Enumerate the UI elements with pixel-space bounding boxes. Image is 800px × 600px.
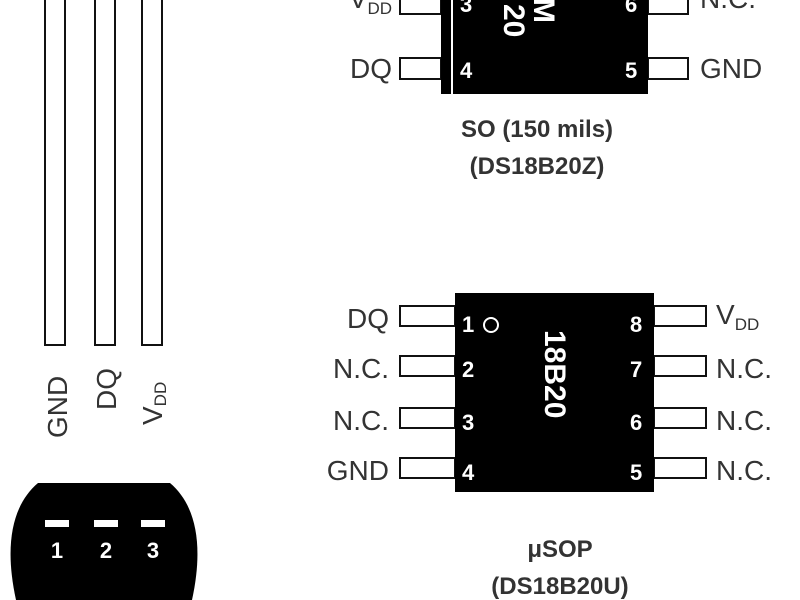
so-chip-marking-2: 20	[497, 4, 530, 37]
so-chip-marking-1: M	[527, 0, 560, 23]
usop-pin-number-7: 7	[630, 357, 642, 382]
to92-pin-mark-3	[141, 520, 165, 527]
so-pin-label-vdd: VDD	[349, 0, 392, 18]
usop-lead-5	[653, 457, 707, 479]
usop-pin-number-4: 4	[462, 460, 475, 485]
usop-pin-label-nc-5: N.C.	[716, 455, 772, 486]
to92-package: GND DQ VDD 1 2 3	[10, 0, 198, 600]
to92-lead-2	[94, 0, 116, 346]
usop-pin-number-2: 2	[462, 357, 474, 382]
to92-lead-1	[44, 0, 66, 346]
so-pin-label-nc: N.C.	[700, 0, 756, 14]
so-pin-number-4: 4	[460, 58, 473, 83]
usop-lead-4	[399, 457, 456, 479]
usop-package: 1 2 3 4 8 7 6 5 18B20 DQ N.C. N.C. GND V…	[327, 293, 772, 600]
to92-pin-mark-2	[94, 520, 118, 527]
to92-pin-label-gnd: GND	[42, 376, 73, 438]
so-caption-line2: (DS18B20Z)	[470, 153, 605, 180]
so-lead-6	[647, 0, 689, 15]
so-package: 3 4 6 5 M 20 VDD DQ N.C. GND SO (150 mil…	[349, 0, 762, 180]
usop-pin-label-gnd: GND	[327, 455, 389, 486]
so-caption-line1: SO (150 mils)	[461, 116, 613, 143]
to92-pin-number-1: 1	[51, 538, 63, 563]
so-pin-number-5: 5	[625, 58, 637, 83]
so-pin-number-6: 6	[625, 0, 637, 17]
usop-lead-6	[653, 407, 707, 429]
usop-pin-number-1: 1	[462, 312, 474, 337]
usop-pin-number-3: 3	[462, 410, 474, 435]
so-lead-3	[399, 0, 442, 15]
usop-pin-label-nc-6: N.C.	[716, 405, 772, 436]
to92-pin-label-vdd: VDD	[137, 382, 170, 425]
usop-caption-line1: μSOP	[527, 536, 592, 563]
so-pin-label-dq: DQ	[350, 53, 392, 84]
usop-pin-label-dq: DQ	[347, 303, 389, 334]
usop-lead-8	[653, 305, 707, 327]
usop-pin-number-5: 5	[630, 460, 642, 485]
usop-lead-1	[399, 305, 456, 327]
to92-lead-3	[141, 0, 163, 346]
usop-pin1-indicator	[483, 317, 499, 333]
usop-pin-label-nc-3: N.C.	[333, 405, 389, 436]
usop-lead-2	[399, 355, 456, 377]
usop-pin-label-nc-7: N.C.	[716, 353, 772, 384]
to92-pin-label-dq: DQ	[91, 368, 122, 410]
usop-pin-number-8: 8	[630, 312, 642, 337]
so-lead-5	[647, 57, 689, 80]
usop-pin-label-nc-2: N.C.	[333, 353, 389, 384]
to92-pin-number-3: 3	[147, 538, 159, 563]
usop-pin-label-vdd: VDD	[716, 299, 759, 334]
to92-body	[10, 483, 198, 600]
usop-caption-line2: (DS18B20U)	[491, 573, 628, 600]
usop-pin-number-6: 6	[630, 410, 642, 435]
usop-chip-marking: 18B20	[538, 330, 571, 418]
so-pin-label-gnd: GND	[700, 53, 762, 84]
so-pin-number-3: 3	[460, 0, 472, 17]
usop-lead-7	[653, 355, 707, 377]
to92-pin-number-2: 2	[100, 538, 112, 563]
usop-body	[455, 293, 654, 492]
to92-pin-mark-1	[45, 520, 69, 527]
so-body	[441, 0, 648, 94]
usop-lead-3	[399, 407, 456, 429]
so-lead-4	[399, 57, 442, 80]
